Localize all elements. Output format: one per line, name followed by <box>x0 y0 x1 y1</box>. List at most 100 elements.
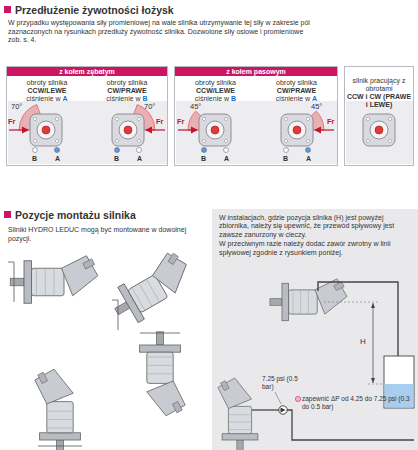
port-label: B <box>114 155 119 163</box>
port-dot <box>33 148 38 153</box>
shaft <box>293 126 301 134</box>
motor-cell: obroty silnikaCCW/LEWEciśnienie wA <box>7 76 87 166</box>
force-arrow <box>146 129 165 130</box>
force-label: Fr <box>156 118 164 126</box>
port-label: A <box>224 155 229 163</box>
motor-shaft <box>237 440 243 450</box>
bolt-hole <box>306 117 309 120</box>
cell-ground <box>176 101 338 164</box>
pressure-note: 7.25 psi (0.5 bar) <box>262 375 302 390</box>
port-label: B <box>283 155 288 163</box>
section-heading: Przedłużenie żywotności łożysk <box>15 4 315 16</box>
cell-label: obroty silnika <box>7 79 87 87</box>
bolt-hole <box>306 139 309 142</box>
body-rib <box>47 419 73 420</box>
motor-figure <box>140 332 186 416</box>
motor-flange <box>222 434 258 440</box>
motor-flange <box>40 433 81 440</box>
motor-head <box>147 381 185 416</box>
angle-label: 70° <box>144 103 155 111</box>
motor-figure <box>270 279 347 321</box>
extension-line <box>368 384 384 385</box>
motor-port <box>334 282 344 291</box>
bolt-hole <box>284 117 287 120</box>
dimension-line <box>373 303 374 383</box>
group-panel: z kołem zębatymobroty silnikaCCW/LEWEciś… <box>6 66 168 166</box>
motor-flange <box>363 114 395 146</box>
motor-port <box>38 372 48 383</box>
force-arrow <box>9 129 28 130</box>
extension-line <box>324 302 378 303</box>
motor-head <box>35 369 73 404</box>
bolt-hole <box>366 117 369 120</box>
motor-head <box>315 279 347 314</box>
body-rib <box>147 365 173 366</box>
motor-body <box>47 402 73 433</box>
port-dot <box>115 148 120 153</box>
bolt-hole <box>388 139 391 142</box>
port-dot <box>306 148 311 153</box>
body-rib <box>139 283 152 306</box>
check-valve <box>279 406 287 414</box>
bolt-hole <box>202 117 205 120</box>
bolt-hole <box>115 139 118 142</box>
rotation-label: CCW/LEWE <box>7 87 87 95</box>
body-rib <box>228 414 251 415</box>
mount-bracket <box>38 446 82 447</box>
body-rib <box>147 357 173 358</box>
force-arrow <box>178 129 197 130</box>
motor-head <box>218 378 252 408</box>
motor-head <box>147 248 196 299</box>
body-rib <box>228 422 251 423</box>
note-text: W przeciwnym razie należy dodać zawór zw… <box>219 240 411 257</box>
body-rib <box>47 411 73 412</box>
cell-ground <box>346 101 414 164</box>
bolt-hole <box>115 117 118 120</box>
port-dot <box>224 148 229 153</box>
body-rib <box>45 268 46 296</box>
rotation-label: CCW i CW (PRAWE i LEWE) <box>345 93 413 109</box>
info-box: silnik pracujący z obrotamiCCW i CW (PRA… <box>344 66 414 166</box>
pressure-line: ciśnienie wB <box>175 95 256 103</box>
note-panel-ground <box>212 209 418 450</box>
cell-ground <box>8 101 168 164</box>
port-dot <box>284 148 289 153</box>
drain-line <box>287 410 414 440</box>
body-rib <box>293 290 294 314</box>
motor-figure <box>104 248 200 329</box>
mount-bracket <box>112 300 118 330</box>
group-panel: z kołem pasowymobroty silnikaCCW/LEWEciś… <box>174 66 338 166</box>
motor-flange <box>140 345 181 352</box>
mount-bracket <box>8 262 14 302</box>
port-label: A <box>55 155 60 163</box>
mount-bracket <box>140 333 180 334</box>
note-box: W instalacjach, gdzie pozycja silnika (H… <box>212 209 418 450</box>
rotation-label: CW/PRAWE <box>87 87 167 95</box>
pressure-label: ciśnienie w <box>276 95 310 102</box>
motor-flange <box>199 114 231 146</box>
motor-figure <box>218 378 258 450</box>
dimension-arrows <box>371 303 375 383</box>
heading-bullet <box>4 6 11 13</box>
check-valve-ball <box>281 408 286 413</box>
pilot-circle <box>288 121 306 139</box>
motor-body <box>228 406 251 433</box>
panel-header: z kołem zębatym <box>7 67 167 76</box>
body-text: Silniki HYDRO LEDUC mogą być montowane w… <box>8 226 208 243</box>
pilot-circle <box>37 121 55 139</box>
pilot-circle <box>370 121 388 139</box>
shaft <box>211 126 219 134</box>
port-dot <box>202 148 207 153</box>
body-rib <box>54 268 55 296</box>
cell-label: obroty silnika <box>87 79 167 87</box>
motor-body <box>289 290 318 314</box>
motor-flange <box>282 283 289 320</box>
motor-port <box>83 259 95 269</box>
pressure-line: ciśnienie wB <box>87 95 167 103</box>
rotation-label: CW/PRAWE <box>256 87 337 95</box>
bolt-hole <box>202 139 205 142</box>
motor-flange <box>24 261 32 304</box>
port-name: A <box>312 95 317 102</box>
port-label: A <box>306 155 311 163</box>
bolt-hole <box>388 117 391 120</box>
